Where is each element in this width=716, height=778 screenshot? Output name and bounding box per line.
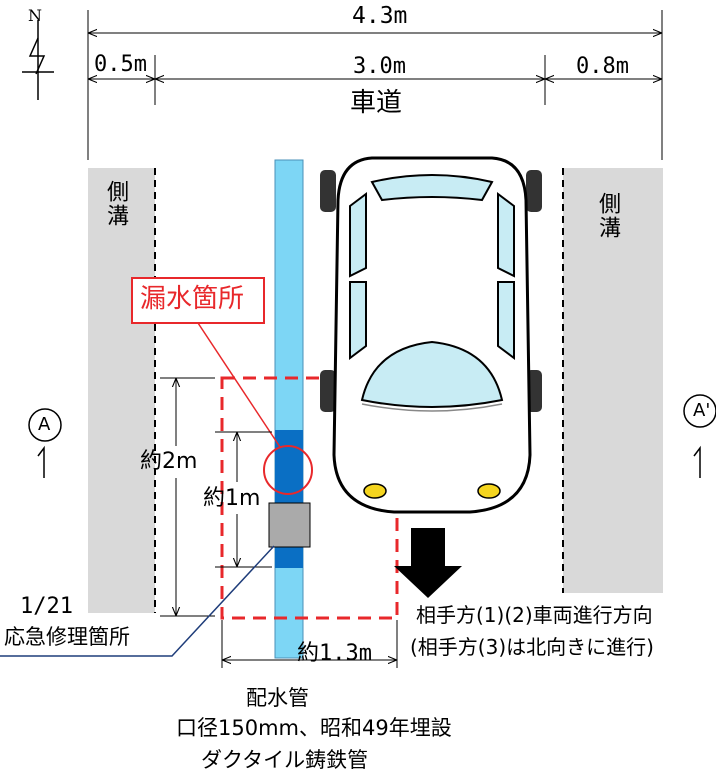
dim-road-label: 3.0m [353, 54, 406, 79]
repair-leader [0, 545, 275, 657]
direction-line2: (相手方(3)は北向きに進行) [410, 635, 654, 659]
gutter-right [563, 168, 663, 593]
section-marker-right [683, 394, 716, 478]
dim-left-shoulder-label: 0.5m [94, 52, 147, 77]
direction-arrow-icon [394, 528, 462, 598]
section-right-label: A' [693, 400, 711, 421]
car-icon [320, 156, 542, 514]
leak-label: 漏水箇所 [140, 284, 245, 314]
approx-1m-label: 約1m [203, 486, 261, 511]
repair-date: 1/21 [20, 594, 73, 619]
pipe-label: 配水管 [246, 686, 309, 710]
section-left-label: A [38, 414, 51, 435]
direction-line1: 相手方(1)(2)車両進行方向 [416, 603, 653, 627]
leak-circle [263, 445, 313, 495]
gutter-right-label: 側溝 [595, 192, 620, 240]
pipe-spec1: 口径150mm、昭和49年埋設 [176, 716, 452, 740]
gutter-left-label: 側溝 [103, 180, 128, 228]
repair-sleeve [268, 502, 311, 548]
water-pipe [274, 159, 304, 659]
leak-leader [197, 322, 281, 448]
dim-right-shoulder-label: 0.8m [576, 54, 629, 79]
north-arrow-icon [22, 20, 54, 100]
gutter-left [88, 168, 155, 613]
dim-total-label: 4.3m [352, 3, 408, 29]
repair-label: 応急修理箇所 [4, 625, 130, 649]
leak-label-box [131, 277, 265, 324]
approx-13m-label: 約1.3m [297, 641, 372, 666]
section-marker-left [28, 408, 62, 478]
approx-2m-label: 約2m [140, 449, 198, 474]
pipe-spec2: ダクタイル鋳鉄管 [201, 748, 369, 772]
road-label: 車道 [350, 88, 403, 118]
north-label: N [28, 6, 42, 25]
